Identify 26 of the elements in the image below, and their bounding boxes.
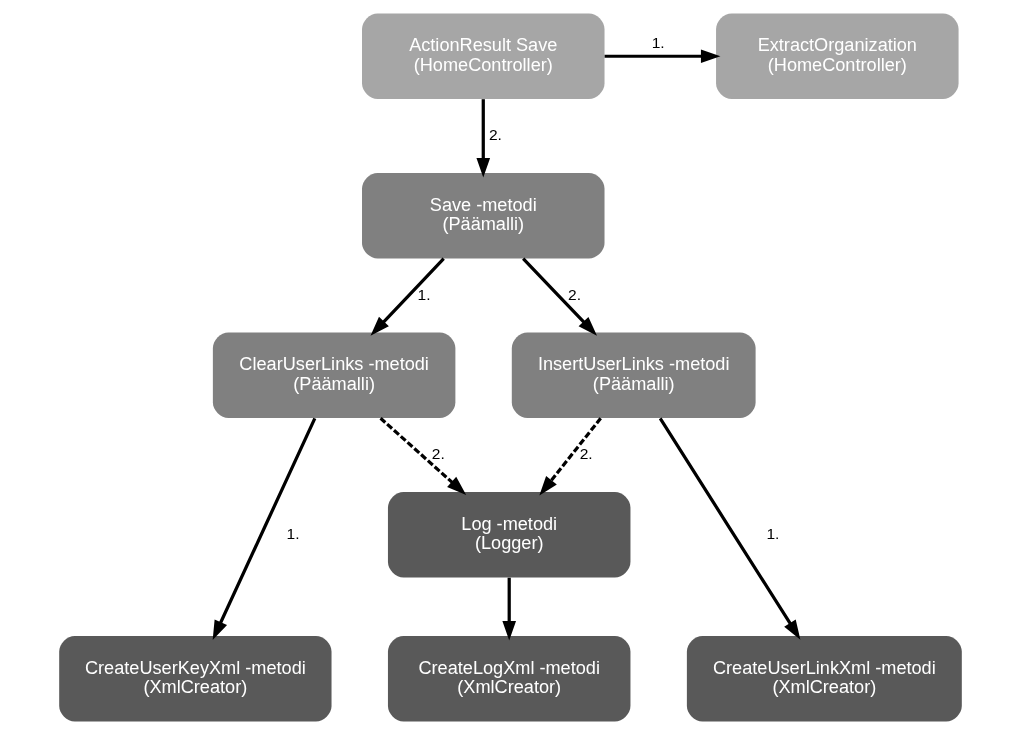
edge-label: 1.: [286, 524, 300, 542]
node-box: Save -metodi (Päämalli): [361, 172, 604, 259]
edge-label: 1.: [765, 524, 779, 542]
node-box: CreateUserKeyXml -metodi (XmlCreator): [58, 635, 332, 722]
node-box: InsertUserLinks -metodi (Päämalli): [511, 332, 756, 419]
edge-label: 1.: [651, 33, 665, 51]
arrow: [475, 99, 490, 178]
arrow: [521, 257, 597, 336]
arrow: [604, 49, 720, 64]
edge-label: 2.: [488, 126, 502, 144]
node-box: CreateLogXml -metodi (XmlCreator): [387, 635, 630, 722]
node-box: Log -metodi (Logger): [387, 492, 630, 578]
edge-label: 2.: [579, 445, 593, 463]
arrow: [501, 577, 516, 641]
arrow: [379, 417, 466, 495]
arrow: [658, 417, 800, 640]
node-box: ClearUserLinks -metodi (Päämalli): [212, 332, 455, 419]
node-box: CreateUserLinkXml -metodi (XmlCreator): [686, 635, 962, 722]
edge-label: 2.: [431, 445, 445, 463]
node-box: ActionResult Save (HomeController): [361, 13, 604, 100]
arrow: [212, 417, 316, 640]
node-box: ExtractOrganization (HomeController): [715, 13, 959, 100]
edge-label: 1.: [417, 285, 431, 303]
arrow: [370, 257, 445, 336]
edge-label: 2.: [567, 285, 581, 303]
arrow: [538, 417, 602, 496]
